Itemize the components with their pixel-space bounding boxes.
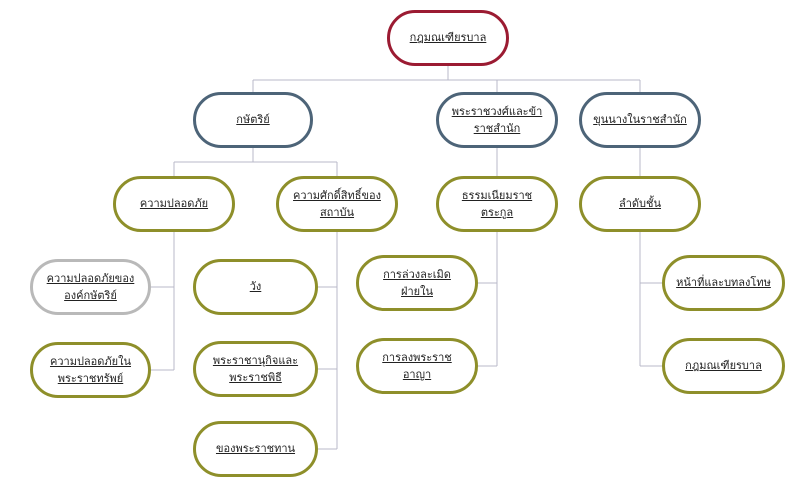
- kshatriya-node[interactable]: กษัตริย์: [193, 92, 313, 148]
- gifts-node[interactable]: ของพระราชทาน: [193, 421, 318, 477]
- ceremony-label: พระราชานุกิจและพระราชพิธี: [212, 353, 299, 384]
- palace-law-node[interactable]: กฎมณเฑียรบาล: [662, 338, 785, 394]
- punishment-node[interactable]: การลงพระราชอาญา: [356, 338, 478, 394]
- officials-node[interactable]: ขุนนางในราชสำนัก: [579, 92, 701, 148]
- royal-family-label: พระราชวงศ์และข้าราชสำนัก: [451, 104, 543, 135]
- rank-node[interactable]: ลำดับชั้น: [579, 176, 701, 232]
- gifts-label: ของพระราชทาน: [215, 442, 296, 456]
- tradition-node[interactable]: ธรรมเนียมราชตระกูล: [436, 176, 558, 232]
- property-safety-node[interactable]: ความปลอดภัยในพระราชทรัพย์: [30, 342, 151, 398]
- king-safety-node[interactable]: ความปลอดภัยขององค์กษัตริย์: [30, 259, 151, 315]
- punishment-label: การลงพระราชอาญา: [382, 350, 452, 381]
- royal-family-node[interactable]: พระราชวงศ์และข้าราชสำนัก: [436, 92, 558, 148]
- rank-label: ลำดับชั้น: [618, 197, 662, 211]
- sanctity-label: ความศักดิ์สิทธิ์ของสถาบัน: [293, 188, 381, 219]
- root-label: กฎมณเฑียรบาล: [409, 31, 487, 45]
- inner-violation-label: การล่วงละเมิดฝ่ายใน: [383, 267, 451, 298]
- root-node[interactable]: กฎมณเฑียรบาล: [387, 10, 509, 66]
- duties-node[interactable]: หน้าที่และบทลงโทษ: [662, 255, 785, 311]
- sanctity-node[interactable]: ความศักดิ์สิทธิ์ของสถาบัน: [276, 176, 398, 232]
- officials-label: ขุนนางในราชสำนัก: [593, 113, 687, 127]
- palace-law-label: กฎมณเฑียรบาล: [685, 359, 762, 373]
- ceremony-node[interactable]: พระราชานุกิจและพระราชพิธี: [193, 341, 318, 397]
- safety-label: ความปลอดภัย: [139, 197, 209, 211]
- palace-label: วัง: [249, 280, 262, 294]
- palace-node[interactable]: วัง: [193, 259, 318, 315]
- inner-violation-node[interactable]: การล่วงละเมิดฝ่ายใน: [356, 255, 478, 311]
- property-safety-label: ความปลอดภัยในพระราชทรัพย์: [49, 354, 132, 385]
- safety-node[interactable]: ความปลอดภัย: [113, 176, 235, 232]
- duties-label: หน้าที่และบทลงโทษ: [676, 276, 771, 290]
- king-safety-label: ความปลอดภัยขององค์กษัตริย์: [46, 271, 135, 302]
- kshatriya-label: กษัตริย์: [236, 113, 270, 127]
- tradition-label: ธรรมเนียมราชตระกูล: [461, 188, 533, 219]
